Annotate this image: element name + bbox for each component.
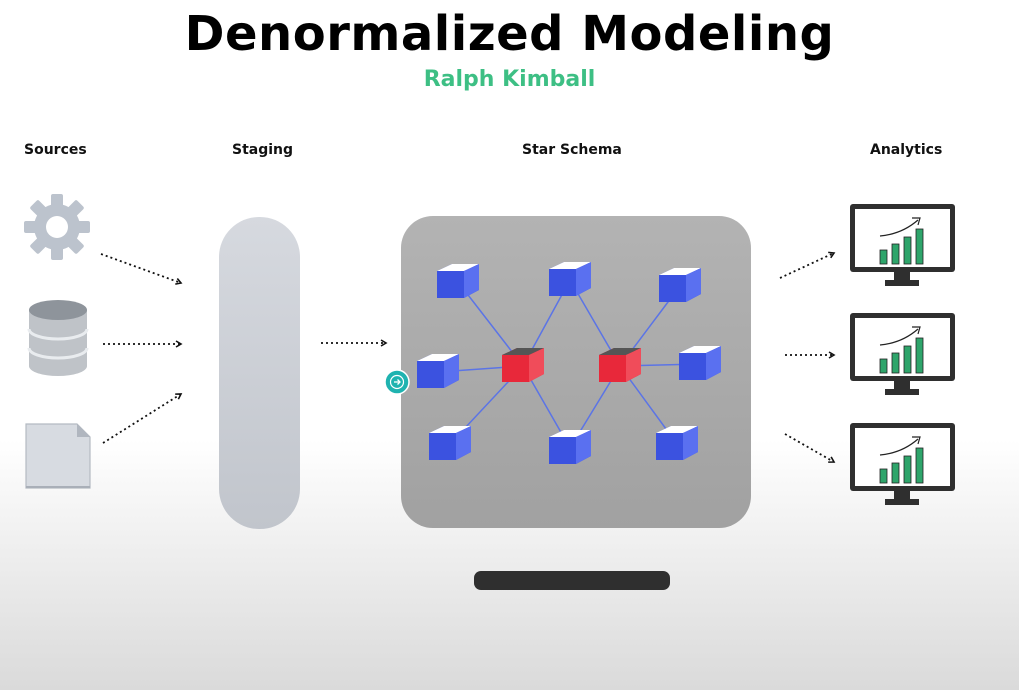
monitor-chart-icon <box>850 204 955 286</box>
staging-area <box>219 217 300 529</box>
dimension-cube <box>656 426 698 460</box>
database-icon <box>27 300 89 376</box>
next-arrow-button[interactable] <box>384 369 410 395</box>
gear-icon <box>24 194 90 260</box>
dimension-cube <box>549 430 591 464</box>
column-label-sources: Sources <box>24 142 87 158</box>
page-title: Denormalized Modeling <box>184 6 835 62</box>
monitor-chart-icon <box>850 423 955 505</box>
dimension-cube <box>679 346 721 380</box>
column-label-star-schema: Star Schema <box>522 142 622 158</box>
column-label-analytics: Analytics <box>870 142 943 158</box>
dimension-cube <box>549 262 591 296</box>
dimension-cube <box>659 268 701 302</box>
dimension-cube <box>437 264 479 298</box>
dimension-cube <box>429 426 471 460</box>
slide-progress-bar <box>474 571 670 590</box>
source-arrows <box>100 253 183 444</box>
schema-links <box>437 279 701 449</box>
column-label-staging: Staging <box>232 142 294 158</box>
document-icon <box>25 423 91 489</box>
monitor-chart-icon <box>850 313 955 395</box>
fact-cube <box>599 348 641 382</box>
fact-cube <box>502 348 544 382</box>
page-subtitle: Ralph Kimball <box>423 67 596 92</box>
dimension-cube <box>417 354 459 388</box>
analytics-arrows <box>779 251 836 463</box>
